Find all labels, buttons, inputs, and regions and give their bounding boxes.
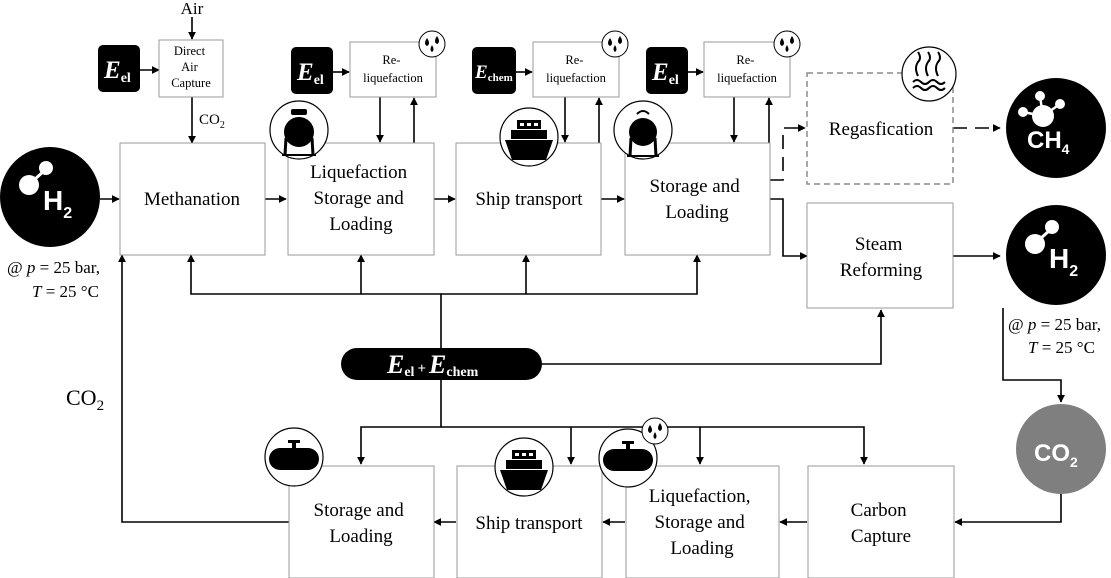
energy-el-badge-dac: Eel	[98, 45, 140, 92]
steam-reforming-label: Steam Reforming	[840, 234, 923, 281]
spherical-tank-icon	[269, 100, 329, 160]
h2-output-conditions: @ p = 25 bar, T = 25 °C	[1008, 315, 1105, 357]
ch4-output-molecule: CH4	[1006, 78, 1106, 178]
storage-bottom-box	[288, 465, 435, 578]
methanation-box	[119, 142, 266, 256]
energy-storage-b-arrow	[357, 378, 442, 465]
dac-co2-label: CO2	[199, 112, 225, 131]
cylindrical-tank-icon	[264, 427, 324, 487]
svg-text:Echem: Echem	[474, 62, 513, 84]
process-boxes: Direct Air Capture Re- liquefaction Re- …	[119, 39, 955, 578]
svg-text:CH4: CH4	[1027, 127, 1070, 157]
liquefaction-bottom-box	[625, 465, 780, 578]
svg-text:CO2: CO2	[1034, 440, 1078, 470]
connector-lines	[100, 17, 1065, 526]
reforming-co2-arrow	[1002, 308, 1065, 403]
reliq3-label: Re- liquefaction	[717, 53, 777, 85]
storage-top-box	[624, 142, 771, 256]
droplets-icon-bottom	[641, 417, 669, 445]
storage-tank-icon	[613, 100, 673, 160]
storage-reforming-arrow	[770, 198, 808, 260]
svg-text:H2: H2	[43, 185, 72, 222]
liquefaction-top-box	[287, 142, 435, 256]
storage-regas-arrow	[770, 124, 806, 181]
svg-text:H2: H2	[1049, 243, 1078, 280]
liquefaction-bottom-label: Liquefaction, Storage and Loading	[649, 486, 756, 559]
air-label: Air	[181, 0, 204, 18]
ship-icon	[499, 107, 559, 167]
energy-meth-arrow	[187, 254, 442, 350]
droplets-icon-reliq1	[418, 30, 446, 58]
h2-input-conditions: @ p = 25 bar, T = 25 °C	[7, 258, 104, 301]
ship-bottom-label: Ship transport	[475, 513, 583, 534]
storage-bottom-label: Storage and Loading	[314, 500, 409, 547]
h2-output-molecule: H2	[1006, 205, 1106, 305]
droplets-icon-reliq2	[601, 30, 629, 58]
methanation-label: Methanation	[144, 189, 241, 210]
storage-top-label: Storage and Loading	[650, 176, 745, 223]
co2-return-arrow	[118, 254, 289, 523]
svg-text:Eel: Eel	[651, 59, 679, 88]
energy-reforming-arrow	[542, 309, 885, 365]
co2-output-molecule: CO2	[1016, 404, 1106, 494]
svg-text:Eel: Eel	[103, 57, 131, 86]
svg-text:Eel+Echem: Eel+Echem	[386, 350, 479, 380]
energy-el-badge-reliq1: Eel	[291, 47, 333, 94]
svg-text:Eel: Eel	[296, 59, 324, 88]
steam-reforming-box	[806, 202, 954, 309]
carbon-capture-label: Carbon Capture	[851, 500, 912, 547]
carbon-capture-box	[807, 465, 955, 578]
h2-input-molecule: H2	[0, 147, 100, 247]
co2-return-label: CO2	[66, 385, 104, 414]
energy-storage-arrow	[441, 254, 701, 295]
ship-icon-bottom	[494, 437, 554, 497]
energy-badges: Eel Eel Echem Eel Eel+Echem	[98, 45, 688, 380]
heat-waves-icon	[901, 46, 957, 102]
dac-box	[158, 39, 224, 98]
energy-capture-arrow	[441, 426, 868, 465]
energy-el-badge-reliq3: Eel	[646, 47, 688, 94]
ship-top-label: Ship transport	[475, 189, 583, 210]
energy-combined-badge: Eel+Echem	[341, 348, 542, 380]
reliq2-label: Re- liquefaction	[546, 53, 606, 85]
reliq1-label: Re- liquefaction	[363, 53, 423, 85]
cylindrical-tank-icon-2	[598, 428, 658, 488]
droplets-icon-reliq3	[773, 30, 801, 58]
co2-capture-arrow	[954, 494, 1062, 526]
dac-label: Direct Air Capture	[171, 44, 211, 90]
liquefaction-top-label: Liquefaction Storage and Loading	[310, 162, 412, 235]
energy-chem-badge-reliq2: Echem	[472, 47, 516, 94]
regasification-label: Regasfication	[829, 119, 934, 140]
